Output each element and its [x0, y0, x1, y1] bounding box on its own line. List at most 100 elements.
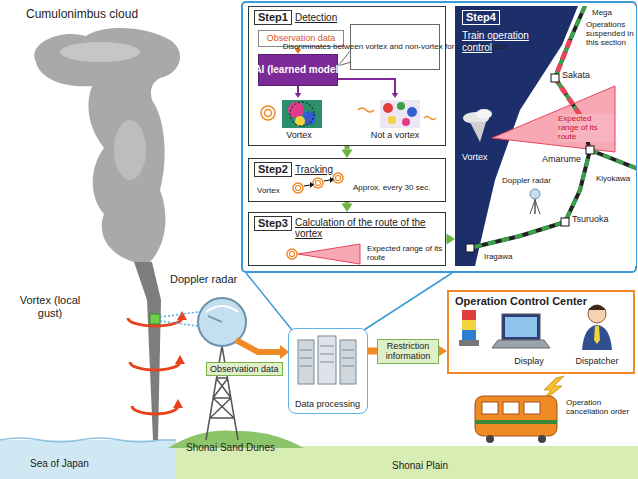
cloud-label: Cumulonimbus cloud [26, 8, 138, 22]
connector-line [345, 202, 350, 204]
non-vortex-radar-image-part [402, 118, 410, 126]
tracking-swirls-part [304, 180, 330, 186]
flow-arrow [295, 86, 302, 98]
cumulonimbus-cloud-part [60, 42, 140, 62]
control-center-icons-part [594, 326, 600, 344]
center-title: Operation Control Center [455, 295, 587, 308]
map-note: Operations suspended in this section [586, 20, 634, 48]
control-center-icons-part [462, 310, 476, 320]
radar-label: Doppler radar [170, 273, 237, 286]
map-radar-label: Doppler radar [502, 176, 551, 185]
non-vortex-radar-image [358, 100, 436, 128]
flow-arrow [341, 146, 352, 158]
railway-map-part [590, 150, 636, 169]
tracking-swirls-part [330, 177, 334, 183]
control-center-box: Operation Control CenterDisplayDispatche… [447, 290, 635, 374]
arrow-head [392, 93, 399, 98]
step-badge: Step3 [254, 216, 292, 231]
doppler-radar-tower-part [206, 346, 238, 440]
info-panel-part [246, 273, 452, 330]
route-wedge-part [290, 252, 295, 257]
step-badge: Step1 [254, 10, 292, 25]
railway-map-part [530, 200, 540, 214]
flow-arrow [446, 233, 455, 244]
image-caption: Vortex [256, 130, 342, 140]
tracking-swirls [293, 173, 343, 193]
flow-label: Observation data [206, 362, 283, 376]
tracking-swirls-part [336, 176, 341, 181]
non-vortex-radar-image-part [380, 100, 420, 128]
connector-line [338, 79, 395, 93]
map-note: Expected range of its route [558, 114, 614, 142]
railway-map-part [551, 74, 559, 82]
server-racks-part [318, 336, 336, 384]
railway-map-part [561, 218, 569, 226]
cumulonimbus-cloud-part [114, 120, 146, 180]
box-text: AI (learned model) [254, 64, 341, 76]
ground [0, 431, 638, 479]
interval-note: Approx. every 30 sec. [353, 183, 430, 192]
box-text: Observation data [267, 33, 336, 43]
train-part [486, 435, 494, 443]
control-center-icons-part [582, 325, 612, 350]
vortex-radar-image-part [282, 100, 322, 128]
control-center-icons-part [462, 330, 476, 340]
vortex-radar-image-part [290, 102, 314, 126]
train-part [475, 420, 557, 424]
vortex-swirls-part [150, 314, 160, 324]
image-panel: Not a vortex [352, 98, 438, 144]
control-center-icons [459, 305, 612, 350]
ground-label: Shonai Plain [392, 460, 448, 472]
doppler-radar-tower-part [206, 306, 238, 312]
ai-model-box: AI (learned model) [258, 54, 338, 86]
railway-map-part [466, 244, 474, 252]
vortex-radar-image [261, 100, 322, 128]
server-box: Data processing [288, 328, 368, 414]
station-label: Tsuruoka [572, 214, 609, 224]
vortex-swirls-part [173, 399, 183, 408]
train [475, 376, 564, 443]
vortex-radar-image-part [265, 110, 272, 117]
step-badge: Step2 [254, 162, 292, 177]
tracking-swirls-part [296, 186, 301, 191]
route-wedge-part [287, 249, 297, 259]
doppler-radar-tower-part [208, 316, 222, 322]
control-center-icons-part [459, 340, 479, 346]
step-title: Calculation of the route of the vortex [295, 217, 441, 239]
vortex-swirls-part [177, 311, 187, 320]
tracking-swirls-part [333, 173, 343, 183]
railway-map-part [470, 122, 486, 142]
station-label: Amarume [542, 154, 581, 164]
server-racks-part [340, 340, 356, 384]
step-title: Tracking [295, 164, 333, 176]
vortex-label: Vortex (local gust) [12, 294, 88, 319]
connector-line [345, 146, 350, 150]
vortex-swirls-part [160, 312, 198, 326]
cumulonimbus-cloud-part [34, 28, 180, 262]
non-vortex-radar-image-part [407, 107, 417, 117]
info-panel-part [242, 2, 636, 272]
step-badge: Step4 [462, 10, 500, 25]
station-label: Mega [592, 8, 612, 17]
train-part [524, 402, 540, 414]
step-box: Step2TrackingVortexApprox. every 30 sec. [248, 158, 446, 202]
vortex-swirls-part [175, 355, 185, 364]
arrow-head [341, 204, 352, 213]
map-vortex-label: Vortex [462, 152, 488, 162]
railway-map-part [455, 6, 636, 266]
non-vortex-radar-image-part [424, 117, 436, 120]
railway-map-part [586, 146, 594, 154]
control-center-icons-part [462, 320, 476, 330]
train-part [538, 435, 546, 443]
non-vortex-radar-image-part [388, 116, 396, 124]
tracking-swirls-part [316, 181, 321, 186]
route-wedge [287, 244, 360, 264]
ground-part [0, 440, 176, 479]
image-caption: Not a vortex [352, 130, 438, 140]
route-wedge-part [298, 244, 360, 264]
control-center-icons-part [492, 340, 550, 348]
tracking-swirls-part [293, 183, 303, 193]
vortex-swirls-part [130, 362, 180, 370]
train-part [503, 402, 519, 414]
non-vortex-radar-image-part [358, 108, 374, 112]
